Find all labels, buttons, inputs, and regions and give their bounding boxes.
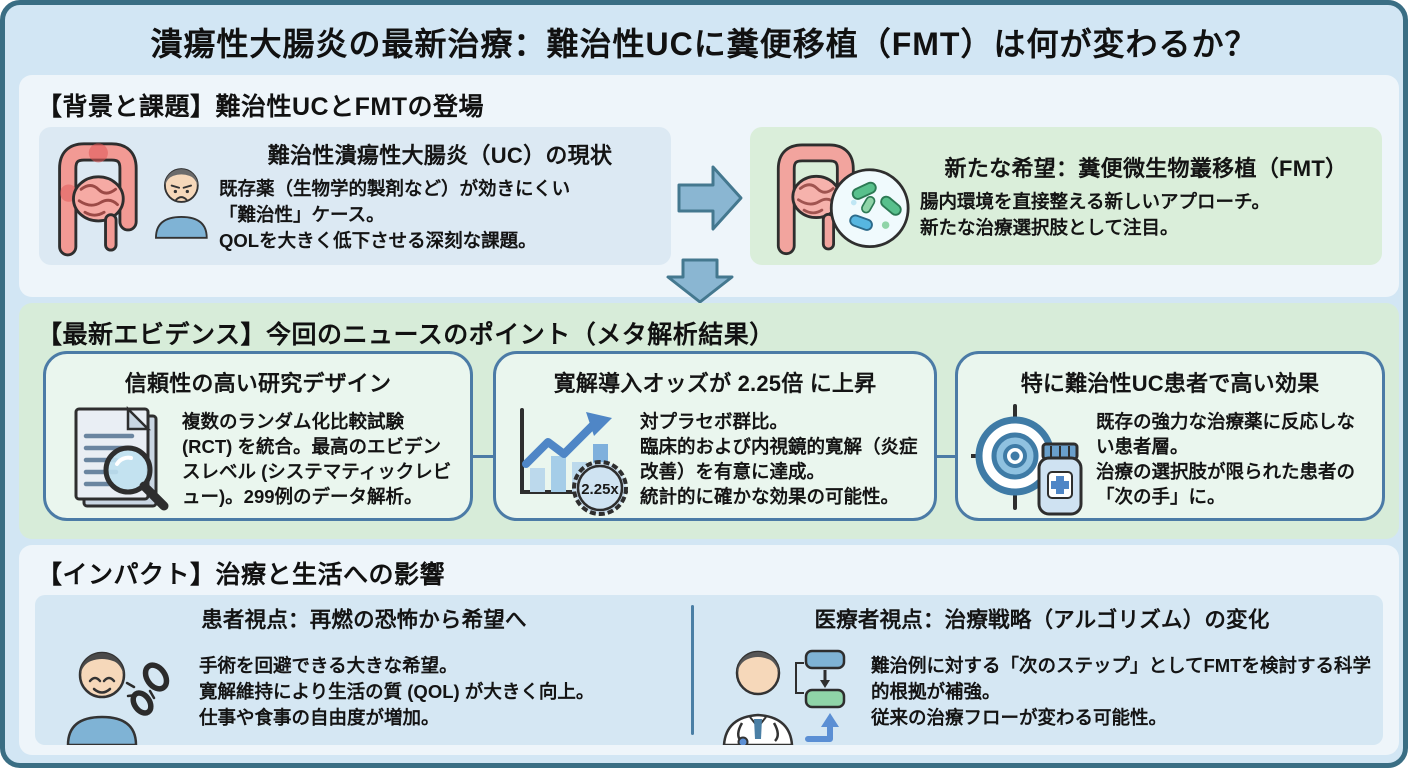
impact-line: 従来の治療フローが変わる可能性。 — [871, 707, 1168, 729]
evidence-card-body: 対プラセボ群比。 臨床的および内視鏡的寛解（炎症改善）を有意に達成。 統計的に確… — [636, 410, 922, 510]
problem-card-icons — [39, 131, 219, 261]
page-title: 潰瘍性大腸炎の最新治療：難治性UCに糞便移植（FMT）は何が変わるか？ — [150, 26, 1258, 62]
problem-card-title: 難治性潰瘍性大腸炎（UC）の現状 — [267, 142, 613, 168]
impact-divider — [691, 605, 694, 735]
section-impact: 【インパクト】治療と生活への影響 患者視点：再燃の恐怖から希望へ — [19, 545, 1399, 755]
hope-card-text: 新たな希望：糞便微生物叢移植（FMT） 腸内環境を直接整える新しいアプローチ。 … — [920, 151, 1382, 242]
rising-bar-chart-icon: 2.25x — [508, 404, 636, 516]
right-arrow-icon — [677, 165, 743, 231]
section-impact-header: 【インパクト】治療と生活への影響 — [37, 561, 446, 589]
hope-card: 新たな希望：糞便微生物叢移植（FMT） 腸内環境を直接整える新しいアプローチ。 … — [750, 127, 1382, 265]
impact-clinician-title: 医療者視点：治療戦略（アルゴリズム）の変化 — [814, 608, 1270, 632]
section-evidence-header: 【最新エビデンス】今回のニュースのポイント（メタ解析結果） — [37, 321, 775, 349]
evidence-card-body: 既存の強力な治療薬に反応しない患者層。 治療の選択肢が限られた患者の「次の手」に… — [1092, 410, 1370, 510]
impact-clinician-column: 医療者視点：治療戦略（アルゴリズム）の変化 — [711, 603, 1373, 746]
evidence-line: 統計的に確かな効果の可能性。 — [640, 485, 900, 507]
impact-clinician-text: 難治例に対する「次のステップ」としてFMTを検討する科学的根拠が補強。 従来の治… — [871, 653, 1373, 732]
card-connector — [469, 455, 497, 458]
problem-line: 「難治性」ケース。 — [219, 203, 385, 225]
problem-line: QOLを大きく低下させる深刻な課題。 — [219, 230, 537, 252]
evidence-line: 対プラセボ群比。 — [640, 411, 789, 433]
doctor-flowchart-icon — [711, 638, 871, 746]
inflamed-colon-icon — [58, 142, 138, 257]
evidence-line: 治療の選択肢が限られた患者の「次の手」に。 — [1096, 461, 1356, 507]
hope-line: 新たな治療選択肢として注目。 — [920, 217, 1179, 238]
hope-card-icons — [750, 131, 920, 261]
hope-line: 腸内環境を直接整える新しいアプローチ。 — [920, 190, 1271, 212]
problem-card: 難治性潰瘍性大腸炎（UC）の現状 既存薬（生物学的製剤など）が効きにくい 「難治… — [39, 127, 671, 265]
impact-patient-column: 患者視点：再燃の恐怖から希望へ — [49, 603, 679, 746]
down-arrow-icon — [666, 258, 734, 304]
evidence-card-title: 特に難治性UC患者で高い効果 — [1020, 371, 1320, 396]
impact-line: 手術を回避できる大きな希望。 — [199, 654, 458, 676]
impact-panel: 患者視点：再燃の恐怖から希望へ — [35, 595, 1383, 745]
documents-magnifier-icon — [58, 404, 178, 516]
evidence-card-body: 複数のランダム化比較試験 (RCT) を統合。最高のエビデンスレベル (システマ… — [182, 411, 452, 507]
evidence-card-odds: 寛解導入オッズが 2.25倍 に上昇 2.25x 対プラセボ群比。 — [493, 351, 937, 521]
evidence-card-title: 寛解導入オッズが 2.25倍 に上昇 — [553, 371, 877, 396]
impact-line: 仕事や食事の自由度が増加。 — [199, 707, 440, 729]
impact-line: 寛解維持により生活の質 (QOL) が大きく向上。 — [199, 680, 595, 702]
problem-line: 既存薬（生物学的製剤など）が効きにくい — [219, 177, 571, 199]
impact-line: 難治例に対する「次のステップ」としてFMTを検討する科学的根拠が補強。 — [871, 654, 1371, 702]
card-connector — [931, 455, 959, 458]
patient-broken-chain-icon — [49, 638, 199, 746]
problem-card-text: 難治性潰瘍性大腸炎（UC）の現状 既存薬（生物学的製剤など）が効きにくい 「難治… — [219, 138, 671, 255]
odds-badge: 2.25x — [581, 481, 619, 498]
evidence-card-title: 信頼性の高い研究デザイン — [124, 371, 392, 396]
evidence-line: 臨床的および内視鏡的寛解（炎症改善）を有意に達成。 — [640, 436, 918, 482]
target-medicine-icon — [970, 404, 1092, 516]
evidence-card-refractory: 特に難治性UC患者で高い効果 既存の強力な治療薬に反応 — [955, 351, 1385, 521]
impact-patient-text: 手術を回避できる大きな希望。 寛解維持により生活の質 (QOL) が大きく向上。… — [199, 653, 679, 732]
evidence-card-design: 信頼性の高い研究デザイン 複数のランダム化比較試験 (RCT) を統合。最高のエ… — [43, 351, 473, 521]
section-background-header: 【背景と課題】難治性UCとFMTの登場 — [37, 93, 484, 121]
section-background: 【背景と課題】難治性UCとFMTの登場 — [19, 75, 1399, 297]
colon-microbiome-icon — [776, 143, 910, 256]
hope-card-title: 新たな希望：糞便微生物叢移植（FMT） — [944, 155, 1348, 181]
evidence-line: 既存の強力な治療薬に反応しない患者層。 — [1096, 411, 1356, 458]
impact-patient-title: 患者視点：再燃の恐怖から希望へ — [201, 608, 527, 632]
sad-patient-icon — [155, 168, 208, 239]
